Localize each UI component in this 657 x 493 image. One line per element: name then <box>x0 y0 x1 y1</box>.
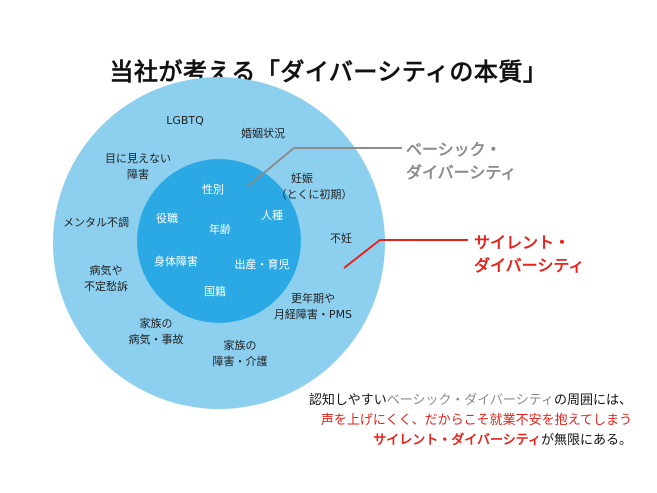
inner-label-gender: 性別 <box>202 182 224 196</box>
outer-label-family-care: 家族の <box>224 338 257 352</box>
outer-label-family-illness-2: 病気・事故 <box>129 332 184 346</box>
silent-pointer-line <box>343 239 468 269</box>
caption-silent-highlight: サイレント・ダイバーシティ <box>373 433 541 448</box>
outer-label-illness: 病気や <box>90 263 123 277</box>
caption-basic-highlight: ベーシック・ダイバーシティ <box>386 393 554 408</box>
outer-label-infertility: 不妊 <box>330 231 352 245</box>
caption: 認知しやすいベーシック・ダイバーシティの周囲には、 声を上げにくく、だからこそ就… <box>252 391 632 451</box>
outer-label-pregnancy: 妊娠 <box>291 171 313 185</box>
outer-label-menopause: 更年期や <box>291 291 335 305</box>
inner-label-nationality: 国籍 <box>204 284 226 298</box>
silent-label-line2: ダイバーシティ <box>474 256 584 275</box>
caption-line-2: 声を上げにくく、だからこそ就業不安を抱えてしまう <box>320 413 632 428</box>
outer-label-illness-2: 不定愁訴 <box>84 279 128 293</box>
inner-label-position: 役職 <box>156 211 178 225</box>
inner-label-race: 人種 <box>261 208 283 222</box>
inner-label-age: 年齢 <box>209 222 231 236</box>
outer-label-menopause-2: 月経障害・PMS <box>274 307 352 321</box>
outer-label-mental: メンタル不調 <box>63 215 129 229</box>
caption-text: が無限にある。 <box>540 433 632 448</box>
outer-label-family-illness: 家族の <box>140 316 173 330</box>
outer-label-marital-status: 婚姻状況 <box>241 126 285 140</box>
caption-text: の周囲には、 <box>553 393 632 408</box>
caption-line-1: 認知しやすいベーシック・ダイバーシティの周囲には、 <box>252 391 632 411</box>
inner-label-physical-disability: 身体障害 <box>154 254 198 268</box>
inner-circle <box>137 159 301 323</box>
outer-label-invisible-disability-2: 障害 <box>127 167 149 181</box>
caption-text: 認知しやすい <box>308 393 387 408</box>
caption-line-3: サイレント・ダイバーシティが無限にある。 <box>252 431 632 451</box>
basic-pointer-line <box>247 147 402 187</box>
basic-label-line1: ベーシック・ <box>406 140 501 159</box>
outer-label-pregnancy-2: （とくに初期） <box>276 187 353 201</box>
inner-label-childbirth: 出産・育児 <box>235 257 290 271</box>
outer-label-family-care-2: 障害・介護 <box>213 354 268 368</box>
silent-label-line1: サイレント・ <box>474 233 570 252</box>
outer-label-lgbtq: LGBTQ <box>166 114 204 127</box>
outer-label-invisible-disability: 目に見えない <box>105 152 171 165</box>
basic-label-line2: ダイバーシティ <box>406 163 516 182</box>
